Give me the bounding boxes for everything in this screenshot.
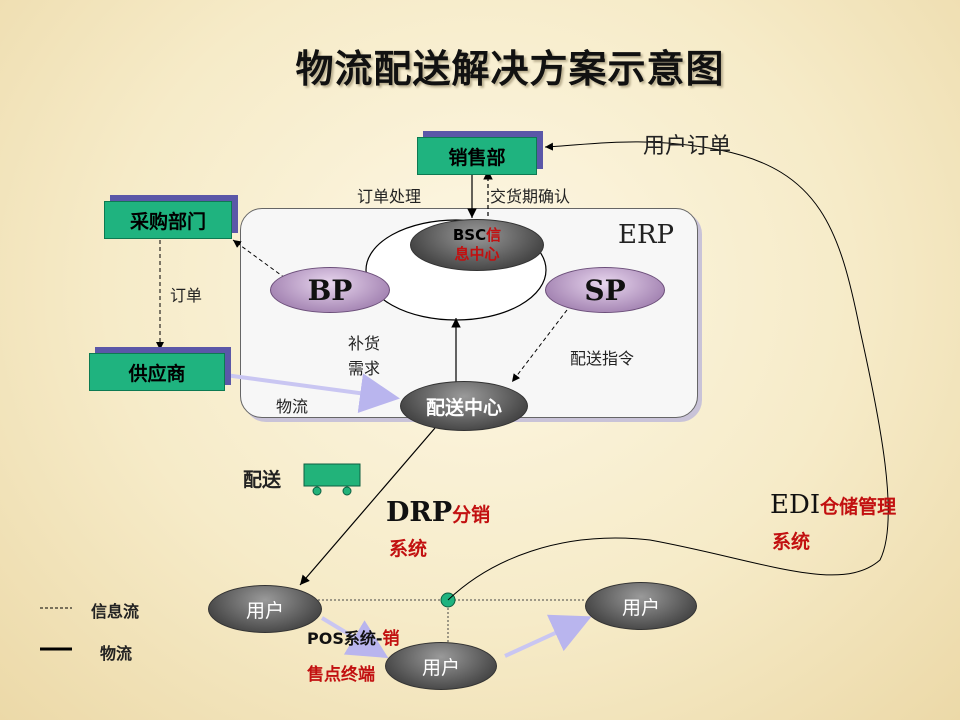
pos-code: POS系统-: [307, 629, 383, 648]
drp-name-2: 系统: [389, 538, 428, 560]
drp-code: DRP: [386, 497, 453, 528]
pos-name-2: 售点终端: [307, 665, 375, 685]
delivery-instruction-label: 配送指令: [570, 349, 635, 368]
user-node-left: 用户: [208, 585, 322, 633]
replenish-line-1: 补货: [348, 334, 381, 353]
truck-icon: [303, 462, 361, 496]
purchasing-department-label: 采购部门: [129, 210, 206, 233]
user-bottom-label: 用户: [421, 656, 460, 679]
user-node-right: 用户: [585, 582, 697, 630]
user-left-to-bottom-flow: [320, 616, 389, 659]
bp-node: BP: [270, 267, 390, 313]
distribution-center-label: 配送中心: [425, 396, 502, 419]
distribution-center-node: 配送中心: [400, 381, 528, 431]
supplier-label: 供应商: [128, 362, 186, 385]
order-processing-label: 订单处理: [357, 187, 422, 206]
sp-node: SP: [545, 267, 665, 313]
replenish-line-2: 需求: [348, 359, 381, 378]
delivery-label: 配送: [243, 469, 282, 491]
edi-code: EDI: [770, 490, 821, 520]
bp-label: BP: [307, 273, 353, 307]
sales-department-box: 销售部: [417, 137, 537, 175]
order-label: 订单: [170, 286, 203, 305]
user-bottom-to-right-flow: [504, 614, 592, 658]
edi-name-2: 系统: [772, 531, 811, 553]
logistics-label: 物流: [276, 397, 309, 416]
purchasing-department-box: 采购部门: [104, 201, 232, 239]
bp-to-purchasing-dashed: [232, 239, 286, 279]
erp-label: ERP: [618, 220, 675, 250]
dc-to-user-line: [299, 427, 436, 586]
supplier-to-dc-flow: [224, 373, 400, 414]
bsc-line-2: 息中心: [454, 245, 500, 263]
edi-name-1: 仓储管理: [820, 496, 897, 518]
pos-name-1: 销: [382, 629, 400, 649]
drp-label: DRP分销: [386, 497, 490, 528]
drp-name-1: 分销: [452, 504, 491, 526]
supplier-box: 供应商: [89, 353, 225, 391]
user-left-label: 用户: [245, 599, 284, 622]
edi-feedback-curve: [447, 141, 889, 601]
bsc-line1-rest: 信: [486, 226, 502, 244]
user-right-label: 用户: [621, 596, 660, 619]
legend-info-flow-label: 信息流: [91, 602, 140, 621]
legend-material-flow-label: 物流: [100, 644, 133, 663]
user-order-label: 用户订单: [643, 134, 732, 159]
edi-label: EDI仓储管理: [770, 490, 896, 520]
delivery-confirm-label: 交货期确认: [490, 187, 571, 206]
sp-label: SP: [584, 273, 626, 307]
bsc-info-center: BSC信 息中心: [410, 219, 544, 271]
bsc-line-1: BSC信: [453, 226, 501, 245]
bsc-prefix: BSC: [452, 226, 487, 244]
pos-label: POS系统-销: [307, 624, 400, 649]
user-node-bottom: 用户: [385, 642, 497, 690]
sp-to-dc-dashed: [511, 309, 568, 383]
page-title: 物流配送解决方案示意图: [295, 47, 725, 91]
sales-department-label: 销售部: [448, 146, 506, 169]
